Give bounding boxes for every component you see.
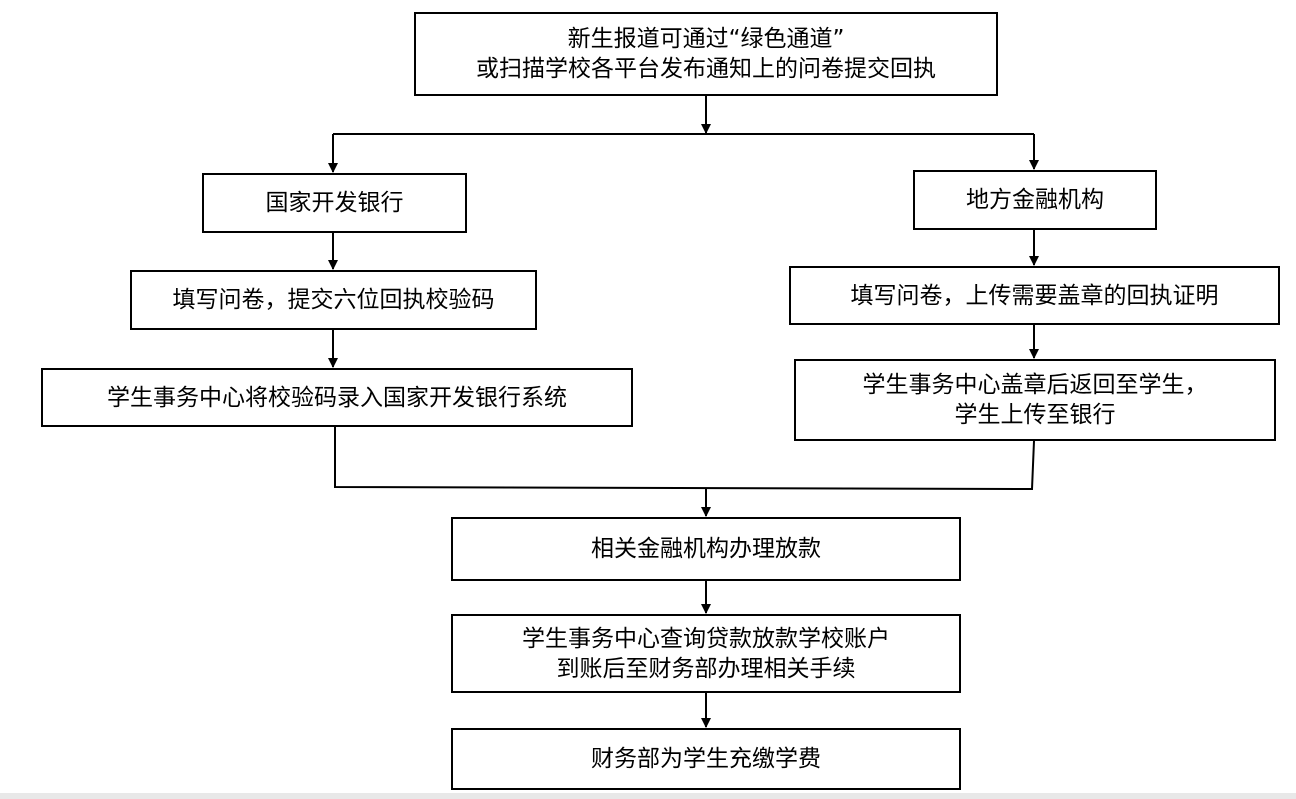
final-step-text: 财务部为学生充缴学费: [591, 746, 821, 772]
loan-release-box: 相关金融机构办理放款: [451, 517, 961, 581]
left-step1-box: 填写问卷，提交六位回执校验码: [130, 270, 537, 330]
final-step-box: 财务部为学生充缴学费: [451, 728, 961, 790]
left-step2-box: 学生事务中心将校验码录入国家开发银行系统: [41, 368, 633, 427]
right-step1-box: 填写问卷，上传需要盖章的回执证明: [789, 266, 1280, 325]
check-account-box: 学生事务中心查询贷款放款学校账户 到账后至财务部办理相关手续: [451, 614, 961, 693]
right-step2-text: 学生事务中心盖章后返回至学生， 学生上传至银行: [862, 372, 1208, 428]
start-box: 新生报道可通过“绿色通道” 或扫描学校各平台发布通知上的问卷提交回执: [414, 12, 998, 96]
connector-merge: [334, 427, 1035, 491]
loan-release-text: 相关金融机构办理放款: [591, 536, 821, 562]
right-bank-box: 地方金融机构: [913, 170, 1157, 230]
left-step1-text: 填写问卷，提交六位回执校验码: [172, 287, 495, 313]
left-bank-box: 国家开发银行: [202, 173, 467, 233]
right-step2-box: 学生事务中心盖章后返回至学生， 学生上传至银行: [794, 359, 1276, 441]
left-bank-label: 国家开发银行: [265, 190, 404, 216]
right-step1-text: 填写问卷，上传需要盖章的回执证明: [850, 282, 1219, 309]
check-account-text: 学生事务中心查询贷款放款学校账户 到账后至财务部办理相关手续: [522, 625, 890, 682]
start-box-text: 新生报道可通过“绿色通道” 或扫描学校各平台发布通知上的问卷提交回执: [476, 26, 936, 82]
right-bank-label: 地方金融机构: [966, 187, 1104, 213]
bottom-edge-strip: [0, 793, 1296, 799]
left-step2-text: 学生事务中心将校验码录入国家开发银行系统: [107, 384, 567, 411]
